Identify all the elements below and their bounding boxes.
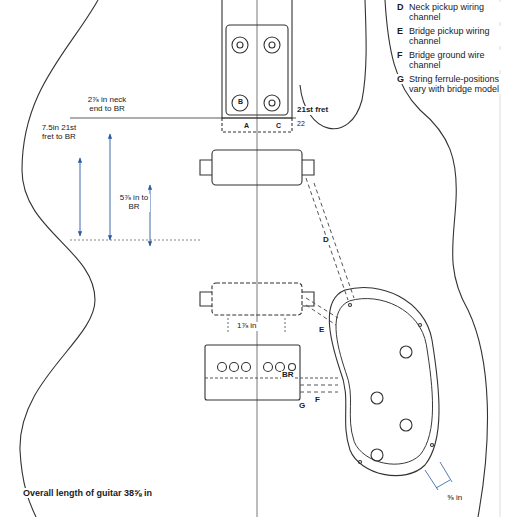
- pickups: [200, 150, 314, 334]
- callout-letter: D: [322, 236, 330, 245]
- dimension-label: 2⅞ in neck end to BR: [84, 96, 130, 114]
- note-text: Overall length of guitar 38⅝ in: [22, 488, 153, 498]
- fret-label: 21st fret: [296, 106, 329, 115]
- neck: [222, 0, 292, 132]
- fret-label: 22: [296, 120, 306, 128]
- reference-label: BR: [281, 371, 295, 380]
- dimension-label: ⅝ in: [446, 494, 463, 503]
- key-text: Bridge ground wire channel: [408, 50, 502, 70]
- callout-letter: B: [237, 98, 244, 106]
- wiring-channels: [300, 178, 354, 392]
- dimension-arrows: [70, 134, 200, 246]
- key-text: Bridge pickup wiring channel: [408, 26, 502, 46]
- callout-letter: E: [318, 326, 325, 335]
- key-letter: E: [396, 26, 404, 36]
- bridge: [205, 345, 340, 400]
- fret-line: [70, 118, 296, 119]
- key-text: Neck pickup wiring channel: [408, 2, 502, 22]
- key-text: String ferrule-positions vary with bridg…: [408, 74, 502, 94]
- callout-letter: F: [314, 396, 321, 405]
- dimension-label: 5⅞ in to BR: [118, 194, 150, 212]
- callout-letter: A: [243, 122, 250, 130]
- center-line: [257, 0, 258, 517]
- control-cavity: [329, 287, 452, 490]
- key-letter: F: [396, 50, 404, 60]
- dimension-label: 1⅞ in: [236, 322, 258, 331]
- callout-letter: G: [298, 402, 306, 411]
- key-letter: G: [396, 74, 405, 84]
- callout-letter: C: [275, 122, 282, 130]
- dimension-label: 7.5in 21st fret to BR: [40, 124, 78, 142]
- key-letter: D: [396, 2, 405, 12]
